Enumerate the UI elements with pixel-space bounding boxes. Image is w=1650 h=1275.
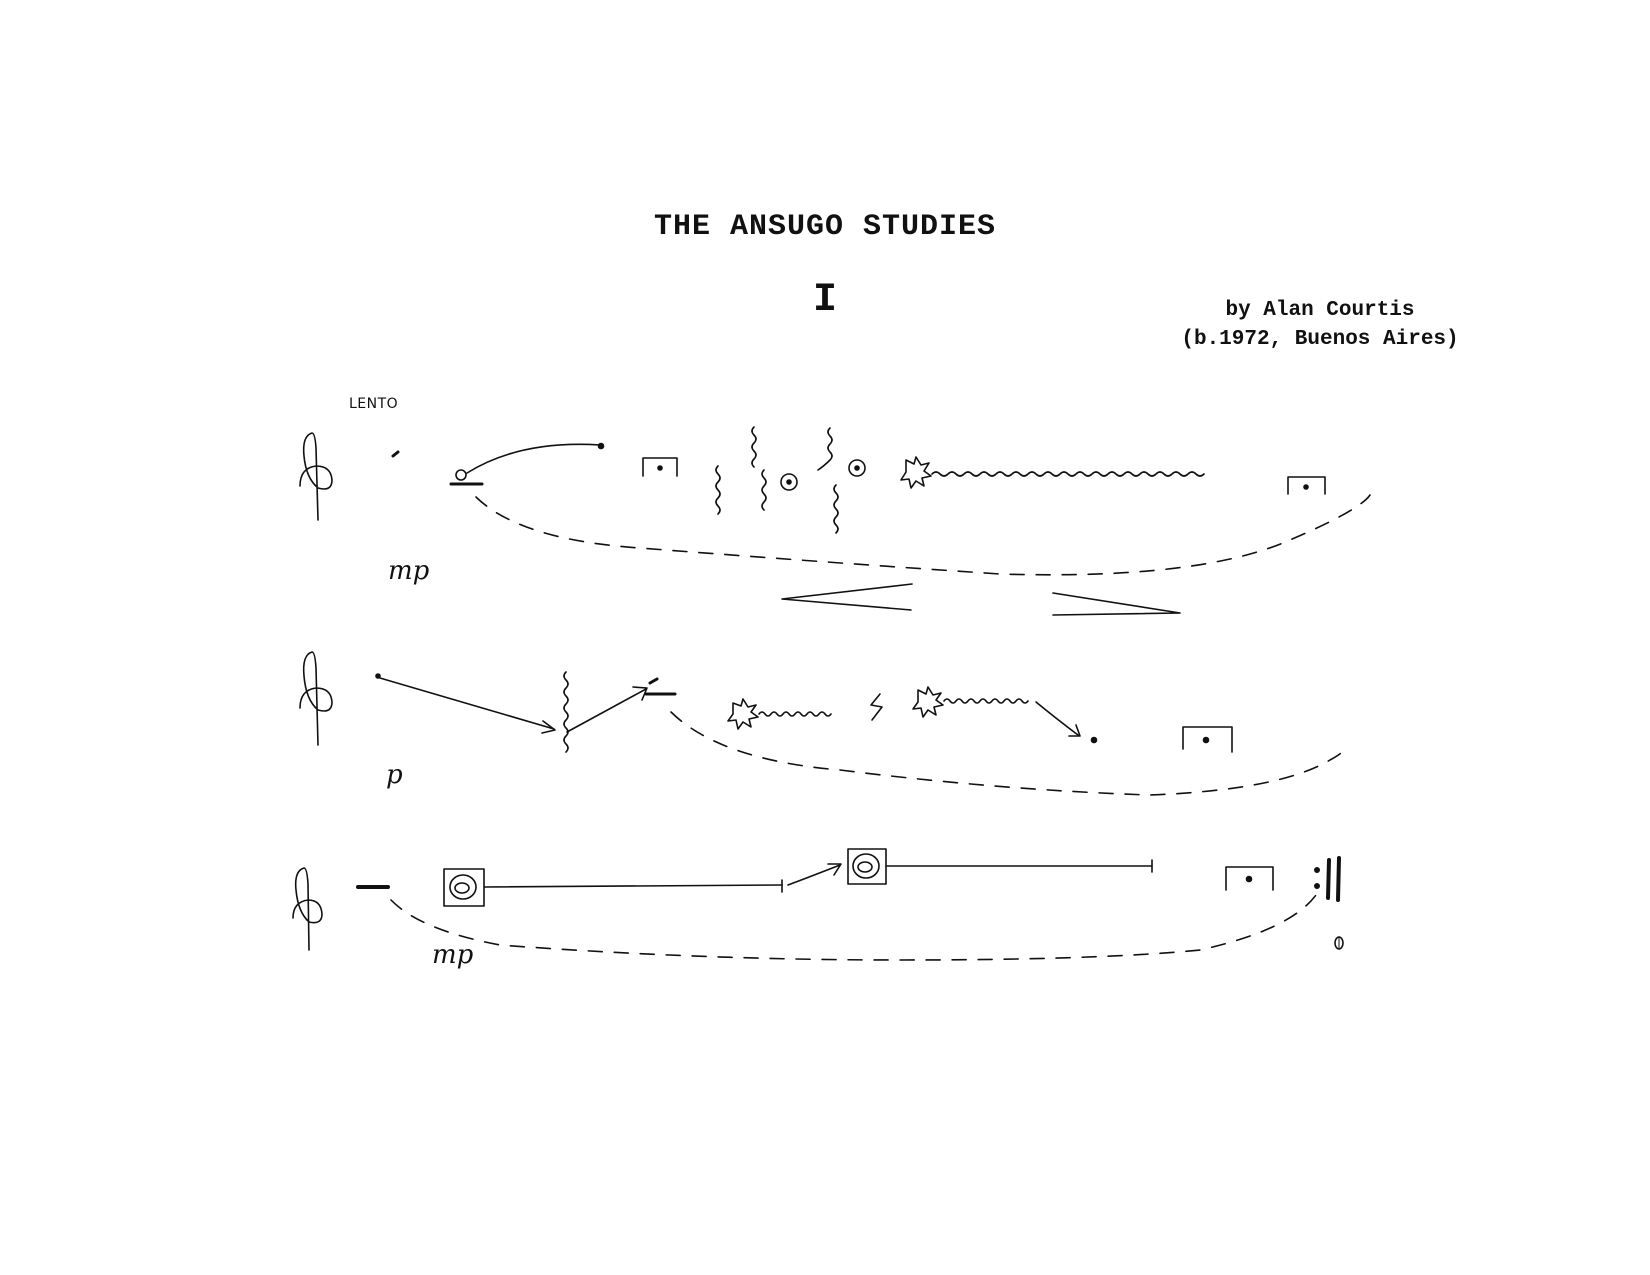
piece-title: THE ANSUGO STUDIES <box>653 210 997 244</box>
squiggle-icon <box>761 469 767 511</box>
squiggle-icon <box>817 427 833 471</box>
dot-icon <box>1303 484 1309 490</box>
dot-icon <box>1245 875 1253 883</box>
composer-credit: by Alan Courtis (b.1972, Buenos Aires) <box>1170 296 1470 354</box>
decrescendo-hairpin <box>1052 592 1181 616</box>
glissando-arc <box>1035 701 1079 736</box>
squiggle-icon <box>715 465 721 515</box>
treble-clef-icon <box>292 867 323 951</box>
circle-icon <box>454 882 470 894</box>
wavy-line <box>943 698 1029 704</box>
dot-icon <box>597 442 605 450</box>
dashed-phrase-curve <box>390 894 1317 961</box>
wavy-line <box>931 471 1205 477</box>
dashed-phrase-curve <box>670 711 1349 796</box>
repeat-sign-icon <box>1314 856 1341 902</box>
dot-icon <box>657 465 663 471</box>
circle-icon <box>449 874 477 900</box>
dynamic-system-3: mp <box>432 940 474 970</box>
study-number: I <box>812 278 837 323</box>
tempo-marking: LENTO <box>349 396 399 412</box>
circle-icon <box>857 861 873 873</box>
squiggle-icon <box>563 671 569 753</box>
dashed-phrase-curve <box>475 494 1371 576</box>
dynamic-system-2: p <box>386 760 403 790</box>
treble-clef-icon <box>299 651 333 746</box>
short-dash-icon <box>391 450 400 458</box>
squiggle-icon <box>833 484 839 534</box>
starburst-icon <box>727 698 759 730</box>
small-circle-icon <box>455 469 467 481</box>
system-2 <box>299 651 1349 796</box>
arrowhead-icon <box>632 686 648 701</box>
glissando-arc <box>466 443 601 474</box>
glissando-line <box>379 677 555 730</box>
arrowhead-icon <box>827 863 842 876</box>
circle-icon <box>852 853 880 879</box>
square-fermata-icon <box>642 457 678 477</box>
dot-icon <box>854 465 860 471</box>
squiggle-icon <box>751 426 757 468</box>
dot-icon <box>1202 736 1210 744</box>
starburst-icon <box>912 686 944 718</box>
dot-icon <box>1090 736 1098 744</box>
zigzag-icon <box>870 693 883 721</box>
square-fermata-icon <box>1182 726 1233 753</box>
dot-icon <box>375 673 381 679</box>
dot-circle-icon <box>780 473 798 491</box>
starburst-icon <box>900 456 932 489</box>
square-circle-icon <box>443 868 485 907</box>
composer-name: by Alan Courtis <box>1225 299 1415 322</box>
arrowhead-icon <box>1068 724 1081 737</box>
wavy-line <box>758 711 832 717</box>
system-3 <box>292 848 1344 961</box>
square-circle-icon <box>847 848 887 885</box>
treble-clef-icon <box>299 432 333 521</box>
glissando-arc <box>787 864 841 886</box>
sustain-line <box>484 884 783 888</box>
dot-icon <box>786 479 792 485</box>
composer-birth: (b.1972, Buenos Aires) <box>1181 328 1459 351</box>
crescendo-hairpin <box>781 583 913 611</box>
square-fermata-icon <box>1287 476 1326 495</box>
glissando-line <box>566 688 647 733</box>
system-1 <box>299 426 1371 616</box>
square-fermata-icon <box>1225 866 1274 891</box>
small-circle-icon <box>1334 936 1344 950</box>
short-dash-icon <box>648 677 659 685</box>
arrowhead-icon <box>541 720 556 734</box>
dynamic-system-1: mp <box>388 556 430 586</box>
dot-circle-icon <box>848 459 866 477</box>
